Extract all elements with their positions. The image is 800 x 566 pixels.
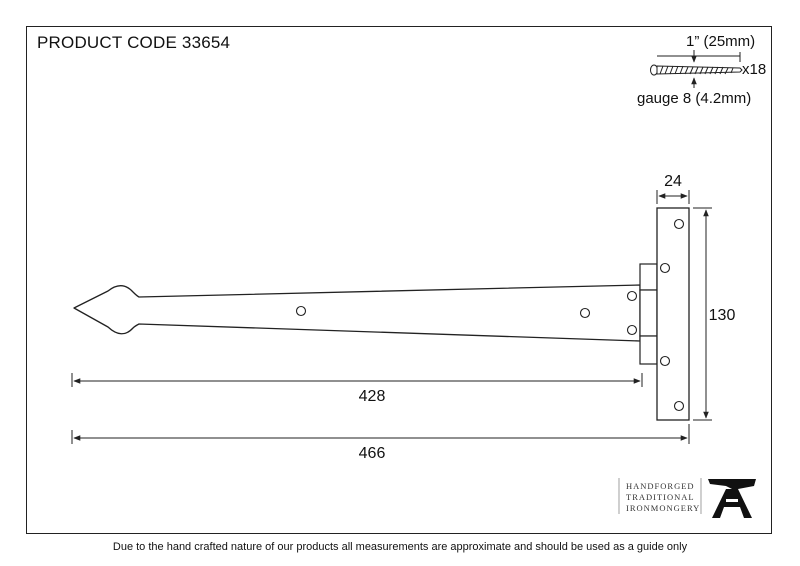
- logo-line-2: TRADITIONAL: [626, 492, 695, 502]
- screw-hole: [626, 290, 638, 302]
- product-code: PRODUCT CODE 33654: [37, 33, 231, 52]
- hinge-strap: [73, 284, 641, 342]
- hinge-knuckle-bottom: [639, 335, 658, 365]
- screw-hole: [659, 262, 671, 274]
- hinge-plate: [656, 207, 690, 421]
- screw-hole: [659, 355, 671, 367]
- hinge-knuckle-mid: [639, 289, 658, 337]
- logo-line-1: HANDFORGED: [626, 481, 695, 491]
- overall-length-label: 466: [359, 445, 386, 462]
- plate-height-dimension: [693, 207, 712, 421]
- strap-length-label: 428: [359, 388, 386, 405]
- screw-gauge-label: gauge 8 (4.2mm): [637, 90, 751, 107]
- drawing-frame: [26, 26, 772, 534]
- screw-length-label: 1” (25mm): [686, 33, 755, 50]
- hinge-knuckle-top: [639, 263, 658, 291]
- anvil-icon: [708, 479, 756, 518]
- screw-hole: [579, 307, 591, 319]
- disclaimer-text: Due to the hand crafted nature of our pr…: [112, 541, 688, 553]
- logo-line-3: IRONMONGERY: [626, 503, 700, 513]
- strap-length-dimension: [71, 373, 643, 387]
- plate-width-dimension: [656, 190, 690, 204]
- screw-hole: [295, 305, 307, 317]
- screw-dimension-lines: [657, 50, 741, 88]
- screw-hole: [673, 218, 685, 230]
- screw-icon: [650, 64, 743, 76]
- screw-hole: [626, 324, 638, 336]
- plate-width-label: 24: [664, 173, 682, 190]
- overall-length-dimension: [71, 424, 690, 444]
- brand-logo: HANDFORGED TRADITIONAL IRONMONGERY: [618, 478, 756, 518]
- screw-quantity-label: x18: [742, 61, 766, 78]
- screw-holes: [295, 218, 685, 412]
- screw-hole: [673, 400, 685, 412]
- plate-height-label: 130: [709, 307, 736, 324]
